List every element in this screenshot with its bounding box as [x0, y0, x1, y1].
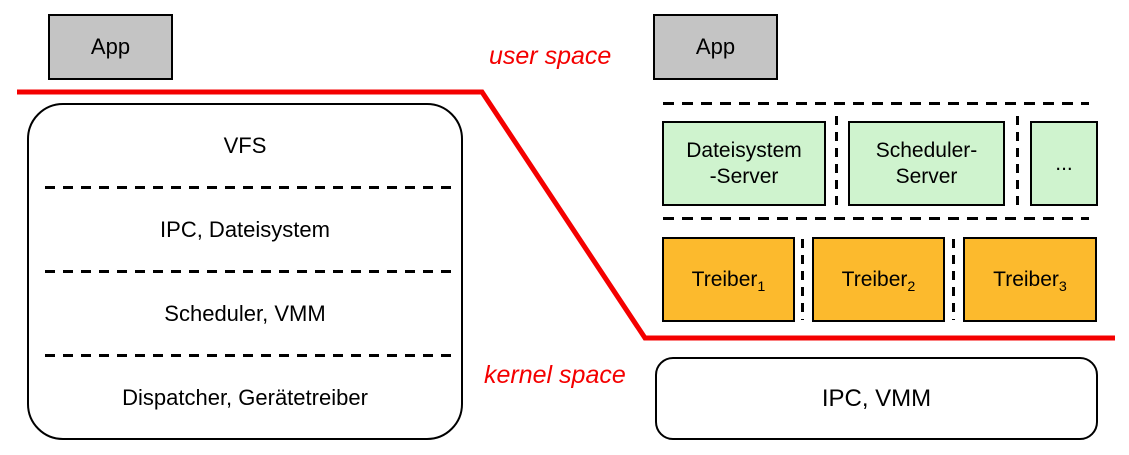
user-space-label: user space	[489, 42, 612, 70]
driver-box-treiber1: Treiber1	[662, 237, 795, 322]
kernel-layer-dispatcher-geraetetreiber: Dispatcher, Gerätetreiber	[122, 384, 368, 410]
microkernel-box: IPC, VMM	[655, 357, 1098, 440]
layer-divider	[45, 186, 453, 189]
server-label-line2: Server	[895, 164, 958, 188]
server-label-line1: Scheduler-	[875, 138, 978, 162]
server-label-line2: -Server	[709, 164, 779, 188]
server-divider	[1016, 116, 1019, 211]
driver-divider	[801, 239, 804, 320]
server-box-dateisystem: Dateisystem -Server	[662, 121, 826, 206]
server-label-line1: Dateisystem	[686, 138, 802, 162]
monolithic-kernel-box: VFS IPC, Dateisystem Scheduler, VMM Disp…	[27, 103, 463, 440]
driver-label: Treiber1	[691, 267, 766, 295]
app-box-microkernel: App	[653, 14, 778, 80]
kernel-layer-ipc-dateisystem: IPC, Dateisystem	[160, 216, 330, 242]
driver-label: Treiber3	[993, 267, 1067, 295]
driver-box-treiber2: Treiber2	[812, 237, 945, 322]
layer-divider	[45, 270, 453, 273]
kernel-space-label: kernel space	[484, 361, 626, 389]
server-box-ellipsis: ...	[1030, 121, 1098, 206]
app-box-monolithic: App	[48, 14, 173, 80]
microkernel-label: IPC, VMM	[821, 384, 932, 412]
driver-label: Treiber2	[841, 267, 916, 295]
kernel-layer-scheduler-vmm: Scheduler, VMM	[164, 300, 326, 326]
kernel-layer-vfs: VFS	[223, 132, 267, 158]
app-label: App	[695, 34, 736, 59]
server-label-line1: ...	[1055, 151, 1073, 175]
server-box-scheduler: Scheduler- Server	[848, 121, 1005, 206]
driver-box-treiber3: Treiber3	[963, 237, 1097, 322]
app-label: App	[90, 34, 131, 59]
server-divider	[835, 116, 838, 211]
ipc-divider-app-servers	[663, 102, 1089, 105]
layer-divider	[45, 354, 453, 357]
driver-divider	[952, 239, 955, 320]
ipc-divider-servers-drivers	[663, 217, 1089, 220]
